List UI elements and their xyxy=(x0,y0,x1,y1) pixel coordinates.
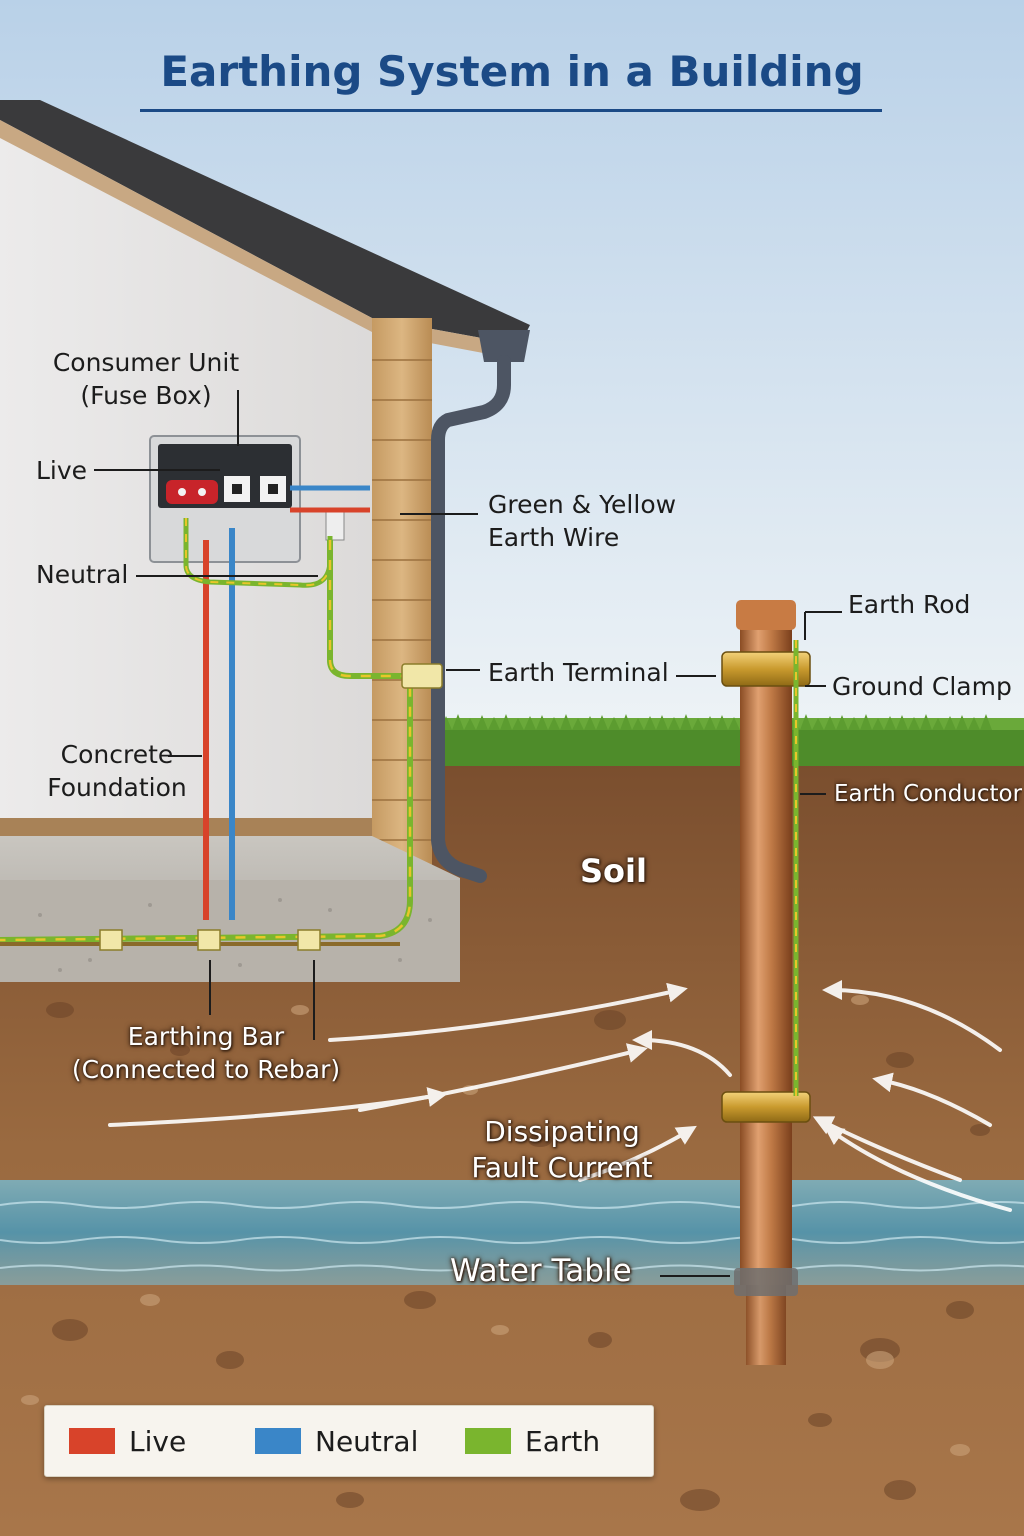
label-earthing-bar: Earthing Bar (Connected to Rebar) xyxy=(70,1020,342,1086)
legend-item-live: Live xyxy=(69,1424,186,1458)
diagram-title: Earthing System in a Building xyxy=(160,47,864,96)
label-earth-terminal: Earth Terminal xyxy=(488,658,669,687)
ground-clamp xyxy=(721,651,811,687)
title-underline xyxy=(140,109,882,112)
legend-label-live: Live xyxy=(129,1424,187,1458)
soil-stones xyxy=(46,1002,990,1511)
roof-fascia xyxy=(0,120,520,360)
legend-swatch-earth xyxy=(465,1428,511,1454)
earth-rod xyxy=(740,605,792,1285)
label-earthing-bar-line2: (Connected to Rebar) xyxy=(71,1055,341,1084)
earthing-bar-clamp-2 xyxy=(197,929,221,951)
earth-terminal xyxy=(401,663,443,689)
grass-blades xyxy=(440,714,992,730)
label-soil: Soil xyxy=(580,852,647,890)
legend-item-neutral: Neutral xyxy=(255,1424,418,1458)
concrete-texture xyxy=(38,898,432,972)
earth-rod-top xyxy=(736,600,796,630)
label-consumer-unit-line1: Consumer Unit xyxy=(52,348,240,377)
label-earth-rod: Earth Rod xyxy=(848,590,971,619)
leader-lines xyxy=(94,390,842,1277)
breaker-2-toggle xyxy=(268,484,278,494)
fault-current-arrows xyxy=(108,980,1012,1212)
legend-swatch-live xyxy=(69,1428,115,1454)
legend-label-neutral: Neutral xyxy=(315,1424,419,1458)
legend-swatch-neutral xyxy=(255,1428,301,1454)
water-ripples xyxy=(0,1201,1024,1272)
label-fault-current-line2: Fault Current xyxy=(471,1151,653,1184)
breaker-1-toggle xyxy=(232,484,242,494)
earthing-bar-clamp-3 xyxy=(297,929,321,951)
rod-coupler xyxy=(734,1268,798,1296)
main-switch-knob-left xyxy=(178,488,186,496)
label-earth-wire-line1: Green & Yellow xyxy=(488,490,677,519)
label-concrete-foundation-line2: Foundation xyxy=(47,773,187,802)
legend-item-earth: Earth xyxy=(465,1424,600,1458)
soil-pebbles-light xyxy=(21,995,970,1456)
label-ground-clamp: Ground Clamp xyxy=(832,672,1012,701)
earth-block xyxy=(325,511,345,541)
gutter xyxy=(478,330,530,362)
downpipe xyxy=(431,355,511,883)
label-earth-wire: Green & Yellow Earth Wire xyxy=(488,488,676,554)
label-live: Live xyxy=(36,456,88,485)
label-consumer-unit-line2: (Fuse Box) xyxy=(80,381,212,410)
legend-label-earth: Earth xyxy=(525,1424,601,1458)
label-consumer-unit: Consumer Unit (Fuse Box) xyxy=(38,346,254,412)
skirting xyxy=(0,818,372,836)
lower-clamp xyxy=(721,1091,811,1123)
main-switch-knob-right xyxy=(198,488,206,496)
label-fault-current-line1: Dissipating xyxy=(484,1115,640,1148)
label-neutral: Neutral xyxy=(36,560,129,589)
wood-cladding xyxy=(372,318,432,878)
earth-rod-tip xyxy=(746,1285,786,1365)
main-switch xyxy=(166,480,218,504)
label-earth-conductor: Earth Conductor xyxy=(834,781,1022,807)
label-concrete-foundation-line1: Concrete xyxy=(60,740,174,769)
label-earth-wire-line2: Earth Wire xyxy=(488,523,620,552)
earthing-bar-clamp-1 xyxy=(99,929,123,951)
label-fault-current: Dissipating Fault Current xyxy=(460,1114,664,1186)
label-earthing-bar-line1: Earthing Bar xyxy=(127,1022,285,1051)
earth-wire-loop-stripe xyxy=(185,518,331,587)
label-concrete-foundation: Concrete Foundation xyxy=(28,738,206,804)
legend: Live Neutral Earth xyxy=(44,1405,654,1477)
roof xyxy=(0,100,530,345)
label-water-table: Water Table xyxy=(450,1253,632,1289)
